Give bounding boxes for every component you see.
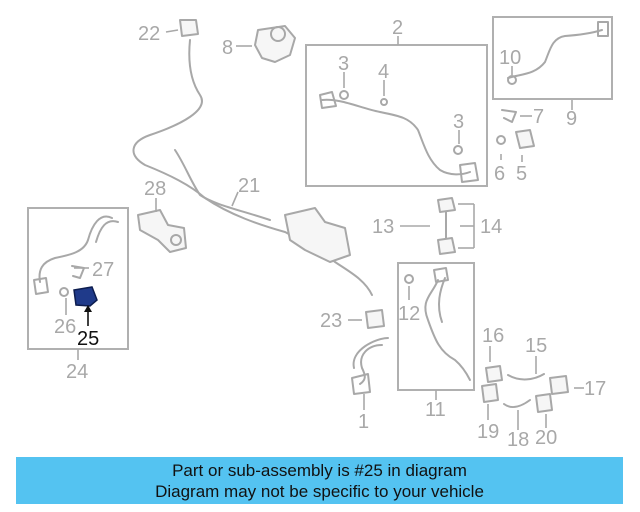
callout-3a: 3 [338,53,349,75]
callout-10: 10 [499,47,521,69]
callout-7: 7 [533,106,544,128]
callout-6: 6 [494,163,505,185]
hose-part-21-bracket [284,207,351,263]
callout-22: 22 [138,23,160,45]
banner-line-2: Diagram may not be specific to your vehi… [155,482,484,501]
connector-part-23 [365,309,385,329]
hose-part-18 [503,399,531,408]
bracket-part-28 [137,209,187,253]
callout-28: 28 [144,178,166,200]
callout-21: 21 [238,175,260,197]
sensor-part-5 [515,129,535,149]
callout-23: 23 [320,310,342,332]
valve-part-8 [254,25,296,63]
connector-part-16 [485,365,503,383]
clip-part-27 [71,265,85,279]
callout-18: 18 [507,429,529,451]
callout-24: 24 [66,361,88,383]
clip-part-7 [501,109,517,123]
callout-20: 20 [535,427,557,449]
callout-3b: 3 [453,111,464,133]
banner-line-1: Part or sub-assembly is #25 in diagram [172,461,467,480]
hose-part-24 [38,215,113,283]
pipe-part-9 [507,29,603,79]
callout-2: 2 [392,17,403,39]
connector-part-17 [549,375,569,395]
callout-8: 8 [222,37,233,59]
callout-27: 27 [92,259,114,281]
hose-part-21-branch [174,149,271,221]
arrow-head-25 [84,305,92,312]
connector-part-20 [535,393,553,413]
seal-part-12 [404,274,414,284]
pipe-part-2 [321,98,471,176]
callout-17: 17 [584,378,606,400]
connector-part-14b [437,237,456,255]
callout-4: 4 [378,61,389,83]
group-box-9 [492,16,613,100]
callout-26: 26 [54,316,76,338]
connector-part-14a [437,197,456,213]
hose-part-15 [507,373,545,381]
highlighted-part-25 [73,286,98,307]
seal-part-3b [453,145,463,155]
callout-13: 13 [372,216,394,238]
callout-5: 5 [516,163,527,185]
seal-part-10 [507,75,517,85]
callout-12: 12 [398,303,420,325]
group-box-2 [305,44,488,187]
hose-part-1 [359,344,383,385]
callout-16: 16 [482,325,504,347]
callout-15: 15 [525,335,547,357]
info-banner: Part or sub-assembly is #25 in diagram D… [16,457,623,504]
callout-9: 9 [566,108,577,130]
seal-part-26 [59,287,69,297]
callout-19: 19 [477,421,499,443]
callout-11: 11 [425,399,446,421]
pipe-part-11 [424,279,471,381]
callout-25: 25 [77,328,99,350]
seal-part-6 [496,135,506,145]
connector-part-22 [179,19,199,37]
seal-part-3a [339,90,349,100]
connector-part-19 [481,383,499,403]
callout-1: 1 [358,411,369,433]
seal-part-4 [380,98,388,106]
callout-14: 14 [480,216,502,238]
